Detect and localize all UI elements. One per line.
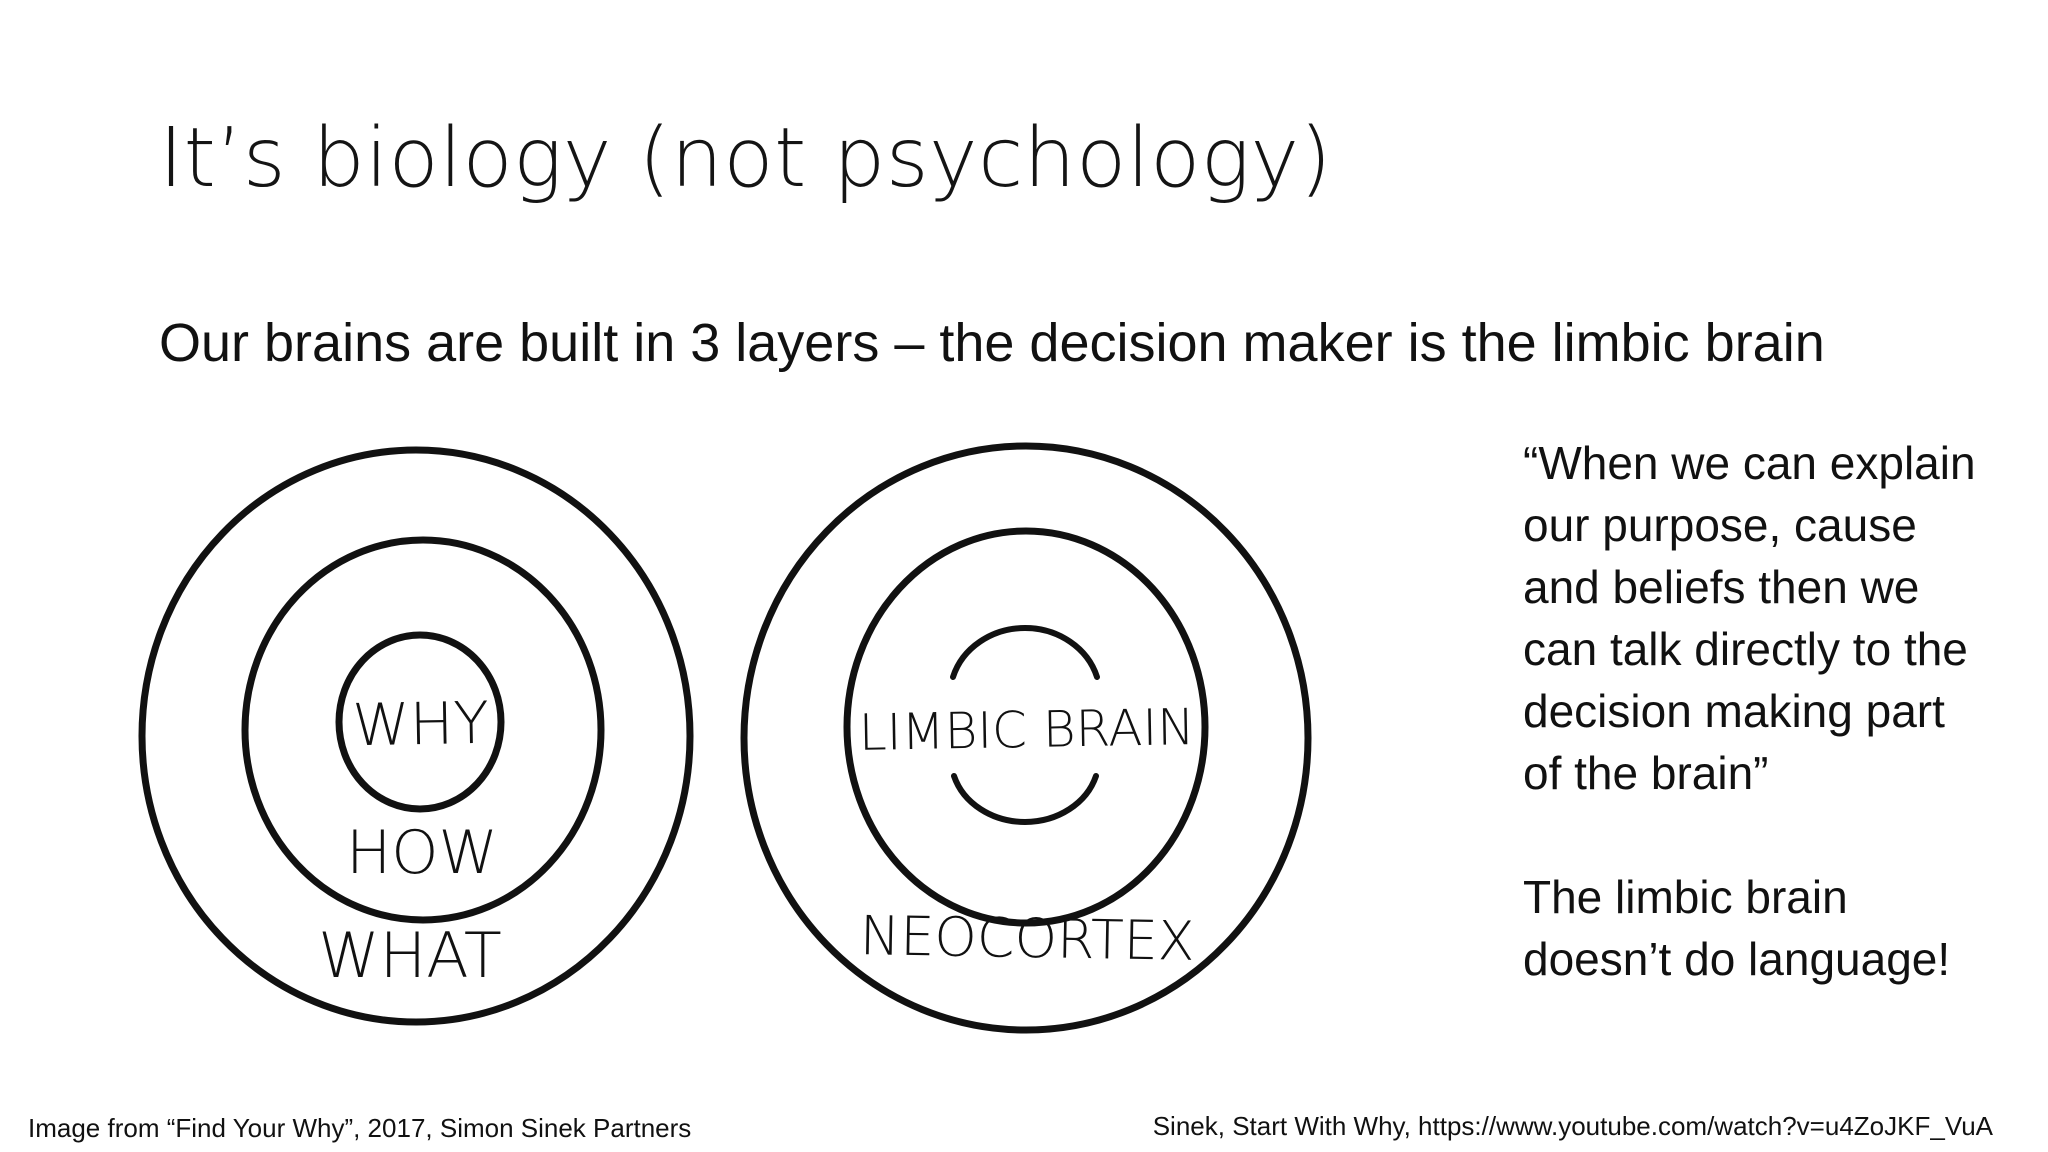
quote-line: “When we can explain bbox=[1523, 437, 1976, 489]
brain-circle-outer-ring bbox=[740, 442, 1312, 1034]
quote-line: of the brain” bbox=[1523, 747, 1769, 799]
golden-circle-inner-ring bbox=[335, 631, 505, 813]
slide-title: It’s biology (not psychology) bbox=[159, 111, 1332, 206]
why-label: WHY bbox=[352, 689, 490, 759]
source-caption: Sinek, Start With Why, https://www.youtu… bbox=[1152, 1111, 1993, 1141]
golden-circle-outer-ring bbox=[138, 446, 694, 1026]
what-label: WHAT bbox=[318, 919, 501, 992]
circles-illustration: WHY HOW WHAT LIMBIC BRAIN NEOCORTEX bbox=[138, 442, 1312, 1034]
quote-spacer bbox=[1523, 804, 2023, 866]
quote-block: “When we can explain our purpose, cause … bbox=[1523, 432, 2023, 990]
how-label: HOW bbox=[346, 818, 498, 888]
quote-line: decision making part bbox=[1523, 685, 1945, 737]
golden-circle-middle-ring bbox=[241, 536, 605, 924]
quote-line: can talk directly to the bbox=[1523, 623, 1968, 675]
limbic-brain-label: LIMBIC BRAIN bbox=[858, 698, 1195, 762]
neocortex-label: NEOCORTEX bbox=[859, 904, 1195, 973]
quote-line: and beliefs then we bbox=[1523, 561, 1920, 613]
image-credit-caption: Image from “Find Your Why”, 2017, Simon … bbox=[28, 1113, 692, 1143]
quote-line: our purpose, cause bbox=[1523, 499, 1917, 551]
brain-circle-inner-arc-bottom bbox=[951, 773, 1099, 825]
slide-subtitle: Our brains are built in 3 layers – the d… bbox=[159, 313, 1825, 373]
brain-circle-middle-ring bbox=[843, 527, 1209, 927]
note-line: doesn’t do language! bbox=[1523, 933, 1951, 985]
circles-diagram: WHY HOW WHAT LIMBIC BRAIN NEOCORTEX bbox=[130, 430, 1350, 1050]
brain-circle-inner-arc-top bbox=[950, 625, 1100, 680]
note-line: The limbic brain bbox=[1523, 871, 1848, 923]
